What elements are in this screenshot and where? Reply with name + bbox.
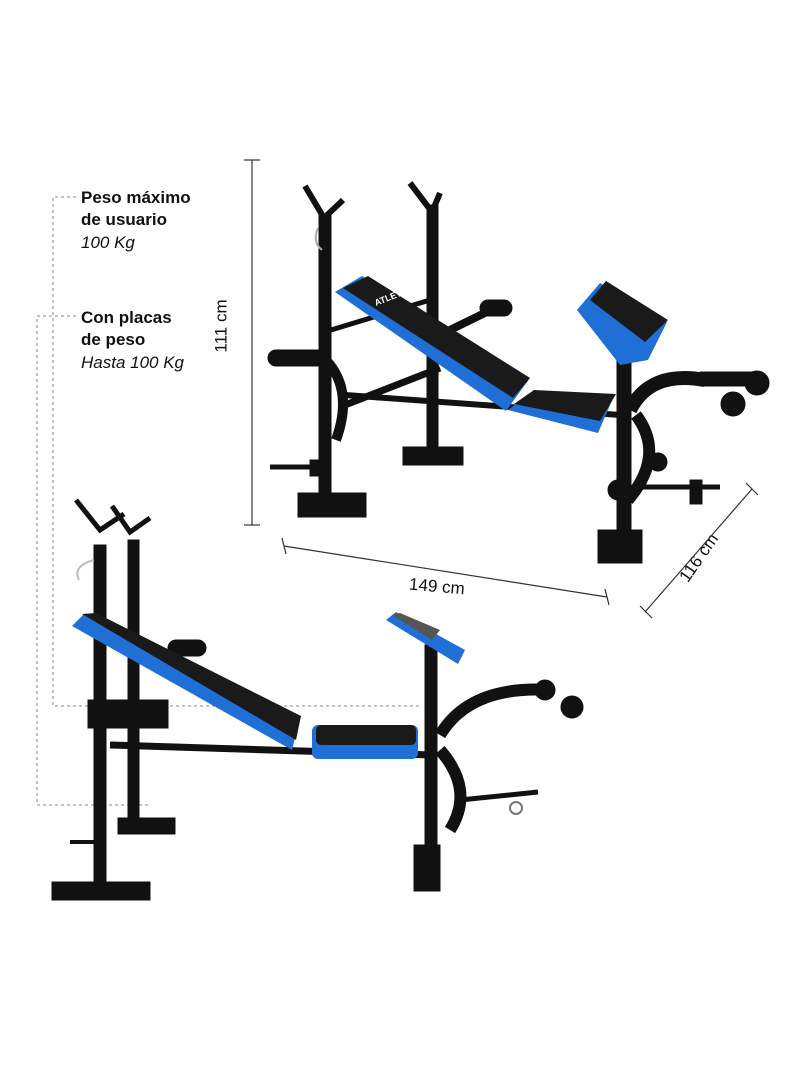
max-weight-label-1: Peso máximo — [81, 188, 191, 207]
lower-bench — [51, 498, 584, 901]
max-weight-label-2: de usuario — [81, 210, 167, 229]
plates-label-1: Con placas — [81, 308, 172, 327]
upper-bench — [267, 181, 770, 564]
plates-value: Hasta 100 Kg — [81, 353, 185, 372]
max-weight-value: 100 Kg — [81, 233, 135, 252]
dimension-lines — [244, 159, 759, 619]
plates-label-2: de peso — [81, 330, 146, 349]
